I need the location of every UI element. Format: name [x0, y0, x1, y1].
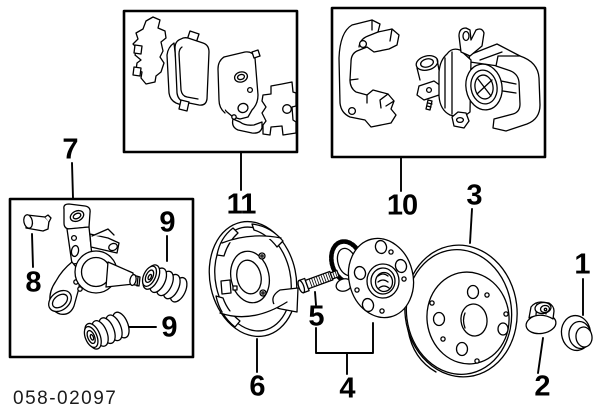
grease-cap: [560, 314, 593, 352]
leader-2: [537, 337, 544, 374]
callout-2: 2: [534, 370, 550, 403]
leader-lines: [31, 151, 584, 375]
callout-4: 4: [339, 372, 355, 405]
leader-3: [469, 208, 473, 244]
pads-group-box: [122, 9, 299, 154]
brake-pad-outer: [166, 30, 210, 112]
leader-bracket-4: [315, 322, 374, 375]
splash-guard: [208, 220, 299, 338]
callout-9-upper: 9: [159, 206, 175, 239]
wheel-stud: [297, 269, 340, 294]
damper-mount-lower: [83, 311, 130, 350]
caliper-group-box: [330, 6, 547, 159]
callout-10: 10: [386, 189, 418, 222]
callout-3: 3: [466, 179, 482, 212]
brake-pad-shim-inner: [261, 81, 297, 136]
brake-pad-shim-outer: [132, 16, 167, 85]
damper-mount-upper: [141, 264, 188, 303]
knuckle-group-box: [8, 197, 195, 359]
callout-7: 7: [62, 133, 78, 166]
callout-11: 11: [226, 188, 257, 221]
wear-indicator-tab: [231, 118, 263, 134]
brake-pad-inner: [217, 49, 263, 134]
caliper-bracket: [338, 19, 400, 128]
bushing: [23, 214, 52, 232]
caliper-body: [415, 27, 541, 132]
leader-5: [314, 291, 317, 306]
callout-1: 1: [574, 248, 590, 281]
leader-7: [71, 162, 74, 199]
flange-nut: [525, 301, 557, 335]
leader-8: [31, 233, 34, 268]
rear-knuckle: [48, 203, 141, 315]
callout-9-lower: 9: [161, 311, 177, 344]
brake-rotor: [404, 244, 518, 378]
part-code: 058-02097: [13, 388, 118, 409]
callout-5: 5: [308, 300, 324, 333]
callout-6: 6: [249, 370, 265, 403]
callout-8: 8: [25, 266, 41, 299]
hub-bearing-unit: [329, 237, 415, 319]
